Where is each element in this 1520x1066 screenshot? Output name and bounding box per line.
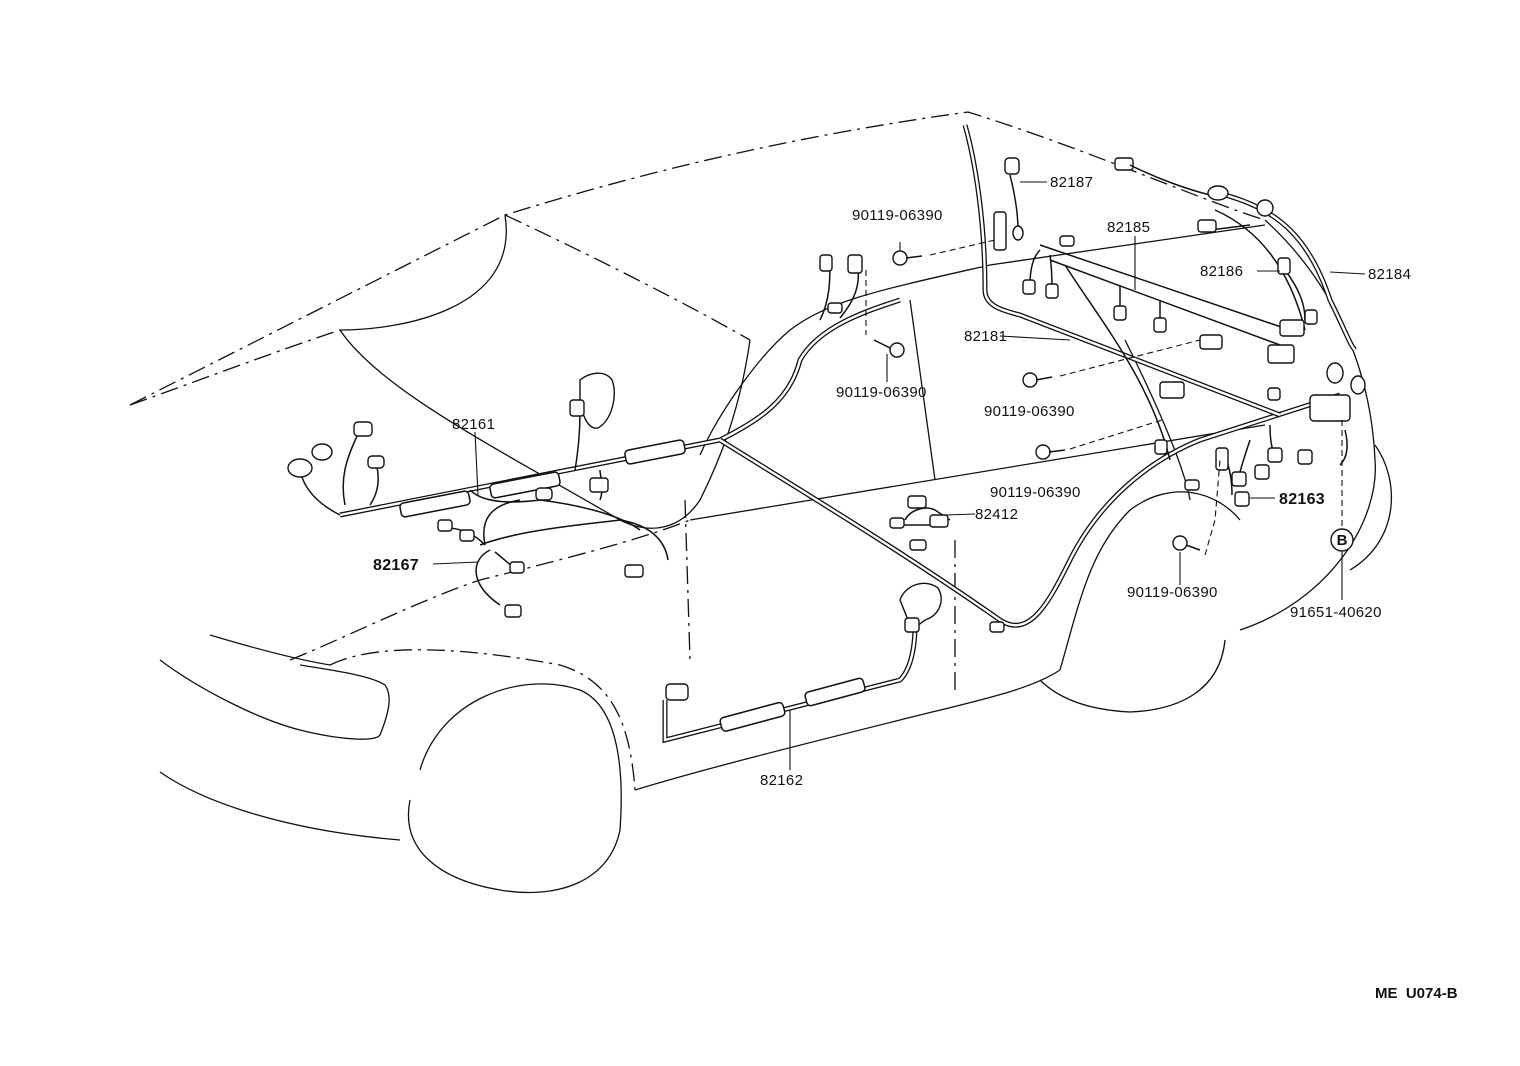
label-82184: 82184 [1368,266,1411,283]
label-82186: 82186 [1200,263,1243,280]
label-bolt-e: 90119-06390 [1127,584,1218,601]
bolt-icon [892,250,923,266]
harness-82163 [1184,424,1283,507]
bolt-icon [873,339,905,358]
bolt-icon [1172,535,1201,551]
label-82187: 82187 [1050,174,1093,191]
label-bolt-b: 90119-06390 [836,384,927,401]
figure-code: ME U074-B [1375,985,1458,1002]
label-bolt-a: 90119-06390 [852,207,943,224]
harness-82184 [1129,164,1366,466]
harness-82412 [889,495,951,551]
bolt-icon [1035,444,1066,460]
label-82412: 82412 [975,506,1018,523]
clip-marker: B [1330,528,1354,552]
clip-marker-letter: B [1337,532,1348,549]
part-labels: 82187 82185 82186 82184 82181 82161 8216… [373,174,1411,789]
leader-lines [432,181,1366,770]
label-82167: 82167 [373,557,419,574]
label-82185: 82185 [1107,219,1150,236]
harness-82167 [437,469,669,618]
label-82163: 82163 [1279,491,1325,508]
vehicle-body-outline [129,111,1392,894]
label-82162: 82162 [760,772,803,789]
bolt-icon-group [873,250,1201,551]
label-82161: 82161 [452,416,495,433]
label-clip: 91651-40620 [1290,604,1382,621]
harness-82161 [287,254,901,531]
bolt-icon [1022,372,1053,388]
label-82181: 82181 [964,328,1007,345]
label-bolt-c: 90119-06390 [984,403,1075,420]
harness-roof [962,124,1291,461]
label-bolt-d: 90119-06390 [990,484,1081,501]
harness-82162 [662,392,1341,744]
